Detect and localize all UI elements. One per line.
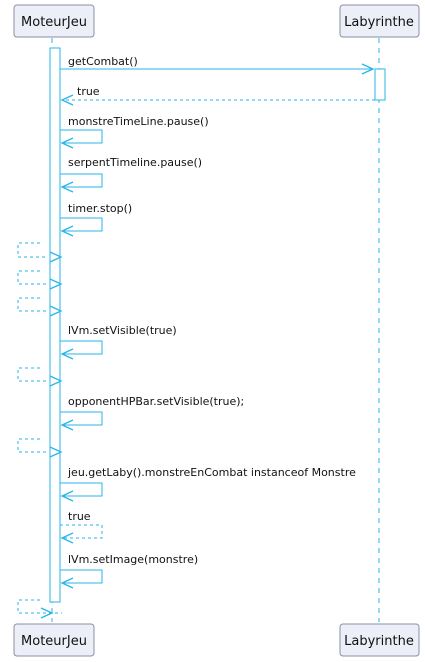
message-found-6: [17, 599, 62, 619]
svg-text:lVm.setImage(monstre): lVm.setImage(monstre): [68, 553, 198, 566]
message-lvm-setvisible: lVm.setVisible(true): [60, 324, 177, 360]
message-instanceof-monstre: jeu.getLaby().monstreEnCombat instanceof…: [60, 466, 356, 502]
participant-labyrinthe-bottom: Labyrinthe: [339, 623, 420, 657]
message-self-return-true: true: [60, 510, 103, 544]
svg-text:lVm.setVisible(true): lVm.setVisible(true): [68, 324, 177, 337]
svg-text:opponentHPBar.setVisible(true): opponentHPBar.setVisible(true);: [68, 395, 244, 408]
svg-text:serpentTimeline.pause(): serpentTimeline.pause(): [68, 156, 202, 169]
participant-labyrinthe-top: Labyrinthe: [339, 4, 420, 38]
svg-text:Labyrinthe: Labyrinthe: [344, 634, 414, 649]
message-getcombat: getCombat(): [60, 55, 375, 75]
svg-text:true: true: [68, 510, 91, 523]
svg-text:monstreTimeLine.pause(): monstreTimeLine.pause(): [68, 115, 209, 128]
message-lvm-setimage: lVm.setImage(monstre): [60, 553, 198, 589]
message-found-3: [17, 297, 63, 317]
message-found-5: [17, 438, 63, 458]
svg-text:jeu.getLaby().monstreEnCombat: jeu.getLaby().monstreEnCombat instanceof…: [67, 466, 356, 479]
message-serpenttimeline-pause: serpentTimeline.pause(): [60, 156, 202, 193]
participant-moteurjeu-bottom: MoteurJeu: [13, 623, 95, 657]
message-found-2: [17, 270, 63, 290]
message-found-1: [17, 242, 63, 263]
svg-text:true: true: [77, 85, 100, 98]
message-opponenthpbar-setvisible: opponentHPBar.setVisible(true);: [60, 395, 244, 431]
message-return-true: true: [60, 85, 375, 106]
activation-moteurjeu: [49, 47, 61, 603]
activation-labyrinthe: [374, 68, 386, 101]
svg-text:Labyrinthe: Labyrinthe: [344, 15, 414, 30]
message-found-4: [17, 367, 63, 387]
message-monstretimeline-pause: monstreTimeLine.pause(): [60, 115, 209, 149]
svg-text:getCombat(): getCombat(): [68, 55, 138, 68]
svg-text:MoteurJeu: MoteurJeu: [21, 15, 87, 30]
participant-moteurjeu-top: MoteurJeu: [13, 4, 95, 38]
svg-text:MoteurJeu: MoteurJeu: [21, 634, 87, 649]
message-timer-stop: timer.stop(): [60, 202, 132, 237]
svg-text:timer.stop(): timer.stop(): [68, 202, 132, 215]
